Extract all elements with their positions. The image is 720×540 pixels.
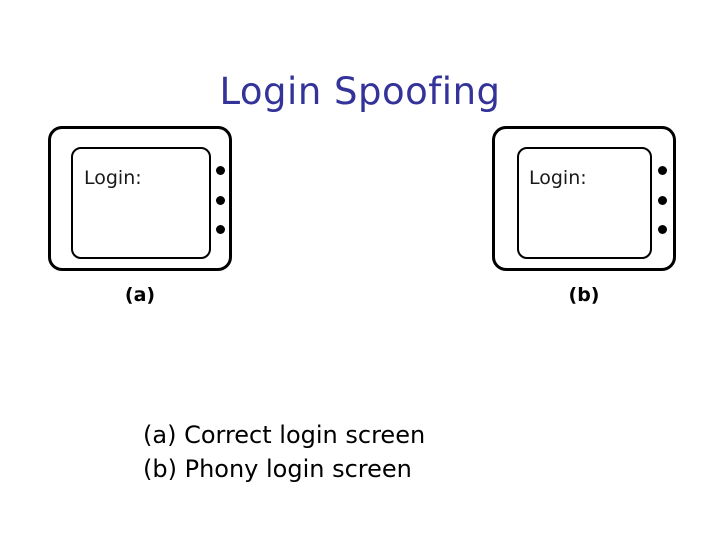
- screen-dot-icon-a-2: [216, 196, 225, 205]
- monitor-bezel-a: Login:: [48, 126, 232, 271]
- login-prompt-label-a: Login:: [84, 167, 142, 189]
- figure-label-a: (a): [124, 284, 156, 306]
- monitor-figure-b: Login: (b): [492, 126, 676, 316]
- figure-label-b: (b): [568, 284, 600, 306]
- monitor-screen-a: [71, 147, 211, 259]
- page-title: Login Spoofing: [219, 70, 501, 113]
- screen-dot-icon-b-2: [658, 196, 667, 205]
- caption-block: (a) Correct login screen (b) Phony login…: [143, 418, 573, 486]
- monitor-screen-b: [517, 147, 652, 259]
- screen-dot-icon-a-3: [216, 225, 225, 234]
- monitor-bezel-b: Login:: [492, 126, 676, 271]
- monitor-figure-a: Login: (a): [48, 126, 232, 316]
- login-prompt-label-b: Login:: [529, 167, 587, 189]
- screen-dot-icon-a-1: [216, 166, 225, 175]
- caption-line-a: (a) Correct login screen: [143, 421, 426, 449]
- screen-dot-icon-b-1: [658, 166, 667, 175]
- caption-line-b: (b) Phony login screen: [143, 455, 412, 483]
- screen-dot-icon-b-3: [658, 225, 667, 234]
